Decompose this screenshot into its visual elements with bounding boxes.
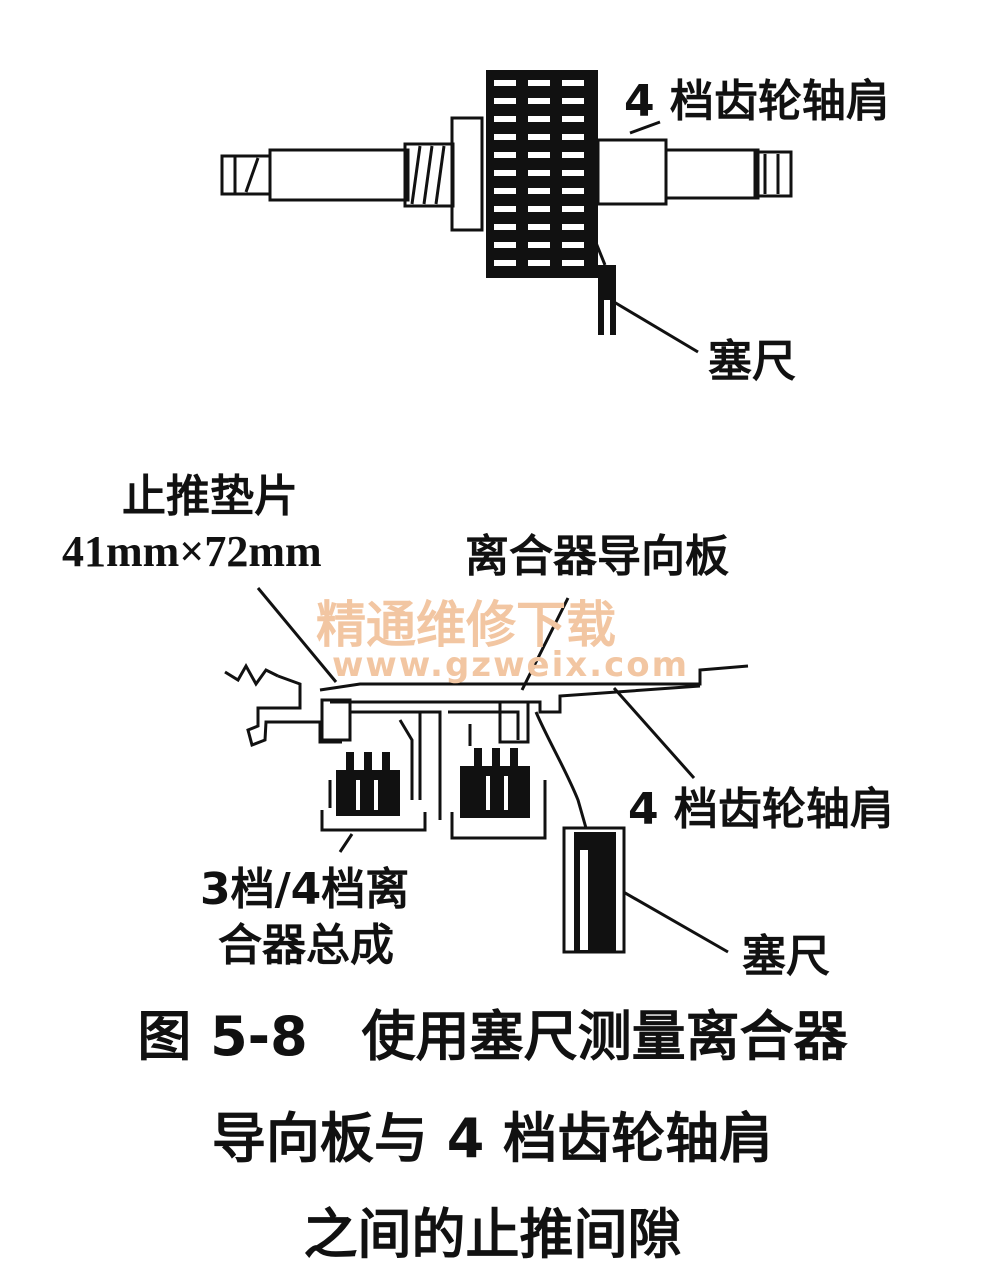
gear-tooth bbox=[494, 206, 516, 212]
gear-tooth bbox=[562, 188, 584, 194]
gear-tooth bbox=[562, 98, 584, 104]
label-feeler-gauge-top: 塞尺 bbox=[708, 336, 796, 387]
label-clutch-guide-plate: 离合器导向板 bbox=[465, 531, 729, 582]
label-clutch-assembly-line1: 3档/4档离 bbox=[200, 864, 410, 915]
gear-tooth bbox=[494, 170, 516, 176]
gear-tooth bbox=[562, 170, 584, 176]
label-clutch-assembly-line2: 合器总成 bbox=[218, 920, 394, 971]
gear-tooth bbox=[562, 152, 584, 158]
figure-caption-line2: 导向板与 4 档齿轮轴肩 bbox=[211, 1107, 774, 1170]
gear-tooth bbox=[528, 224, 550, 230]
gear-tooth bbox=[562, 134, 584, 140]
figure-caption-line3: 之间的止推间隙 bbox=[303, 1203, 682, 1266]
gear-tooth bbox=[494, 260, 516, 266]
gear-tooth bbox=[528, 206, 550, 212]
gear-tooth bbox=[494, 116, 516, 122]
gear-tooth bbox=[494, 152, 516, 158]
gear-tooth bbox=[494, 98, 516, 104]
gear-tooth bbox=[528, 98, 550, 104]
gear-tooth bbox=[562, 242, 584, 248]
gear-tooth bbox=[528, 152, 550, 158]
gear-tooth bbox=[528, 116, 550, 122]
label-washer-size: 41mm×72mm bbox=[62, 527, 322, 576]
watermark-url: www.gzweix.com bbox=[332, 645, 690, 685]
gear-tooth bbox=[562, 224, 584, 230]
gear-tooth bbox=[494, 80, 516, 86]
gear-tooth bbox=[494, 188, 516, 194]
gear-tooth bbox=[528, 134, 550, 140]
label-feeler-gauge-bottom: 塞尺 bbox=[742, 931, 830, 982]
label-thrust-washer: 止推垫片 bbox=[122, 471, 298, 522]
gear-tooth bbox=[494, 134, 516, 140]
watermark-text: 精通维修下载 bbox=[316, 596, 616, 654]
gear-tooth bbox=[562, 80, 584, 86]
gear-tooth bbox=[528, 260, 550, 266]
gear-tooth bbox=[528, 188, 550, 194]
label-gear-shoulder-top: 4 档齿轮轴肩 bbox=[624, 76, 890, 127]
gear-tooth bbox=[494, 224, 516, 230]
gear-tooth bbox=[494, 242, 516, 248]
gear-tooth bbox=[528, 242, 550, 248]
figure-caption-line1: 图 5-8 使用塞尺测量离合器 bbox=[137, 1005, 848, 1068]
gear-tooth bbox=[562, 116, 584, 122]
gear-tooth bbox=[562, 206, 584, 212]
gear-tooth bbox=[528, 80, 550, 86]
gear-tooth bbox=[562, 260, 584, 266]
gear-tooth bbox=[528, 170, 550, 176]
label-gear-shoulder-bottom: 4 档齿轮轴肩 bbox=[628, 784, 894, 835]
